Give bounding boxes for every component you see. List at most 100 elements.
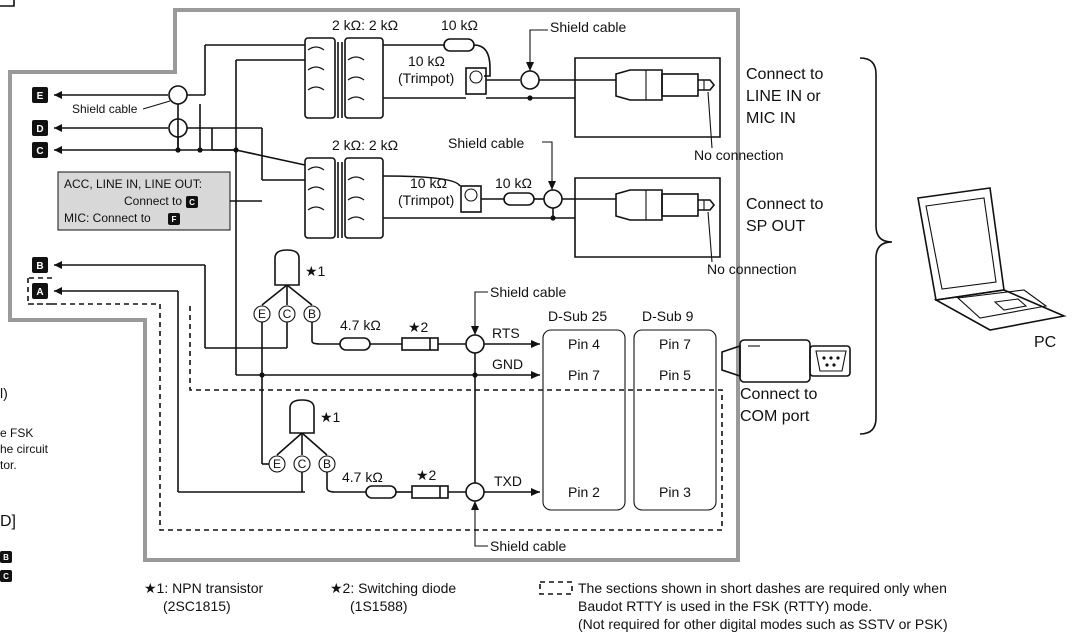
resistor-2 bbox=[503, 192, 535, 206]
shield-cable-label-1: Shield cable bbox=[550, 19, 626, 35]
dsub25-box bbox=[542, 329, 626, 511]
star1-label-2: ★1 bbox=[320, 409, 341, 425]
svg-text:F: F bbox=[172, 215, 177, 224]
resistor-3-value: 4.7 kΩ bbox=[340, 317, 381, 333]
legend-dash-line3: (Not required for other digital modes su… bbox=[578, 616, 948, 632]
transformer-1 bbox=[304, 37, 384, 119]
t2-pin-b: B bbox=[323, 457, 331, 471]
trimpot-2-value: 10 kΩ bbox=[410, 175, 447, 191]
connect-line-in-1: Connect to bbox=[746, 66, 823, 83]
legend-star1-line2: (2SC1815) bbox=[163, 598, 231, 614]
dsub9-pin-rts: Pin 7 bbox=[659, 336, 691, 352]
trimpot-2 bbox=[460, 185, 482, 213]
txd-label: TXD bbox=[494, 473, 522, 489]
transformer-2-ratio: 2 kΩ: 2 kΩ bbox=[332, 137, 398, 153]
resistor-2-value: 10 kΩ bbox=[495, 175, 532, 191]
transistor-2 bbox=[268, 399, 336, 473]
t2-pin-e: E bbox=[273, 457, 281, 471]
plug-1-icon bbox=[615, 69, 716, 101]
legend-star2-line1: ★2: Switching diode bbox=[330, 580, 456, 596]
port-badge-b: B bbox=[32, 257, 48, 273]
info-box: ACC, LINE IN, LINE OUT: Connect to C MIC… bbox=[57, 171, 231, 231]
top-left-fragment bbox=[0, 0, 15, 7]
dsub25-pin-txd: Pin 2 bbox=[568, 484, 600, 500]
no-connection-2: No connection bbox=[707, 261, 797, 277]
trimpot-1 bbox=[465, 67, 487, 95]
shield-circle-1 bbox=[520, 70, 540, 90]
port-badge-c: C bbox=[32, 142, 48, 158]
port-badge-a: A bbox=[32, 283, 48, 299]
shield-cable-label-2: Shield cable bbox=[448, 135, 524, 151]
port-badge-e: E bbox=[32, 87, 48, 103]
left-text-5: D] bbox=[0, 513, 16, 530]
shield-cable-label-4: Shield cable bbox=[490, 538, 566, 554]
left-badge-b: B bbox=[0, 551, 12, 563]
rts-label: RTS bbox=[492, 325, 520, 341]
shield-circle-4 bbox=[465, 482, 485, 502]
legend-star2-line2: (1S1588) bbox=[350, 598, 408, 614]
t1-pin-e: E bbox=[258, 307, 266, 321]
dsub25-title: D-Sub 25 bbox=[548, 308, 607, 324]
svg-text:E: E bbox=[37, 91, 44, 102]
trimpot-1-value: 10 kΩ bbox=[408, 53, 445, 69]
legend-dash-sample bbox=[539, 581, 573, 595]
trimpot-2-label: (Trimpot) bbox=[398, 192, 454, 208]
resistor-4 bbox=[365, 485, 397, 499]
dsub9-box bbox=[633, 329, 717, 511]
legend-dash-line1: The sections shown in short dashes are r… bbox=[578, 580, 947, 596]
port-badge-d: D bbox=[32, 120, 48, 136]
t1-pin-b: B bbox=[308, 307, 316, 321]
info-box-line1: ACC, LINE IN, LINE OUT: bbox=[64, 177, 202, 191]
legend-dash-line2: Baudot RTTY is used in the FSK (RTTY) mo… bbox=[578, 598, 872, 614]
resistor-4-value: 4.7 kΩ bbox=[342, 469, 383, 485]
transformer-1-ratio: 2 kΩ: 2 kΩ bbox=[332, 17, 398, 33]
dash-outline-main bbox=[52, 303, 723, 531]
shield-cable-label-ports: Shield cable bbox=[72, 102, 138, 116]
plug-2-icon bbox=[615, 189, 716, 221]
grouping-brace bbox=[859, 57, 893, 435]
resistor-3 bbox=[339, 337, 371, 351]
connect-line-in-3: MIC IN bbox=[746, 110, 796, 127]
left-text-1: l) bbox=[0, 385, 8, 401]
dsub9-title: D-Sub 9 bbox=[642, 308, 694, 324]
enclosure-outline bbox=[8, 8, 740, 562]
info-box-line2: Connect to bbox=[124, 194, 182, 208]
dsub9-pin-txd: Pin 3 bbox=[659, 484, 691, 500]
shield-cable-label-3: Shield cable bbox=[490, 284, 566, 300]
gnd-label: GND bbox=[492, 356, 523, 372]
svg-text:B: B bbox=[3, 553, 9, 562]
svg-text:C: C bbox=[36, 146, 43, 157]
t1-pin-c: C bbox=[283, 307, 292, 321]
star2-label-1: ★2 bbox=[408, 319, 429, 335]
svg-text:C: C bbox=[189, 198, 195, 207]
t2-pin-c: C bbox=[298, 457, 307, 471]
shield-circle-2 bbox=[543, 189, 563, 209]
dash-outline-ports bbox=[27, 277, 52, 305]
port-wires bbox=[54, 44, 306, 493]
transformer-2 bbox=[304, 157, 384, 239]
info-box-line3: MIC: Connect to bbox=[64, 211, 151, 225]
com-plug-icon bbox=[721, 339, 851, 383]
svg-text:B: B bbox=[36, 261, 43, 272]
left-badge-c: C bbox=[0, 570, 12, 582]
left-text-2: e FSK bbox=[0, 426, 33, 440]
diode-1 bbox=[401, 337, 439, 351]
trimpot-1-label: (Trimpot) bbox=[398, 70, 454, 86]
plug-2-box bbox=[574, 177, 721, 258]
no-connection-1: No connection bbox=[694, 147, 784, 163]
dsub9-pin-gnd: Pin 5 bbox=[659, 367, 691, 383]
shield-leader bbox=[142, 100, 171, 110]
legend-star1-line1: ★1: NPN transistor bbox=[144, 580, 263, 596]
star1-label-1: ★1 bbox=[305, 263, 326, 279]
left-text-3: he circuit bbox=[0, 442, 49, 456]
dsub25-pin-gnd: Pin 7 bbox=[568, 367, 600, 383]
connect-com-2: COM port bbox=[740, 408, 810, 425]
svg-text:C: C bbox=[3, 572, 9, 581]
connect-line-in-2: LINE IN or bbox=[746, 88, 821, 105]
dsub25-pin-rts: Pin 4 bbox=[568, 336, 600, 352]
connect-com-1: Connect to bbox=[740, 386, 817, 403]
shield-circle-3 bbox=[465, 334, 485, 354]
star2-label-2: ★2 bbox=[416, 467, 437, 483]
resistor-1-value: 10 kΩ bbox=[441, 17, 478, 33]
